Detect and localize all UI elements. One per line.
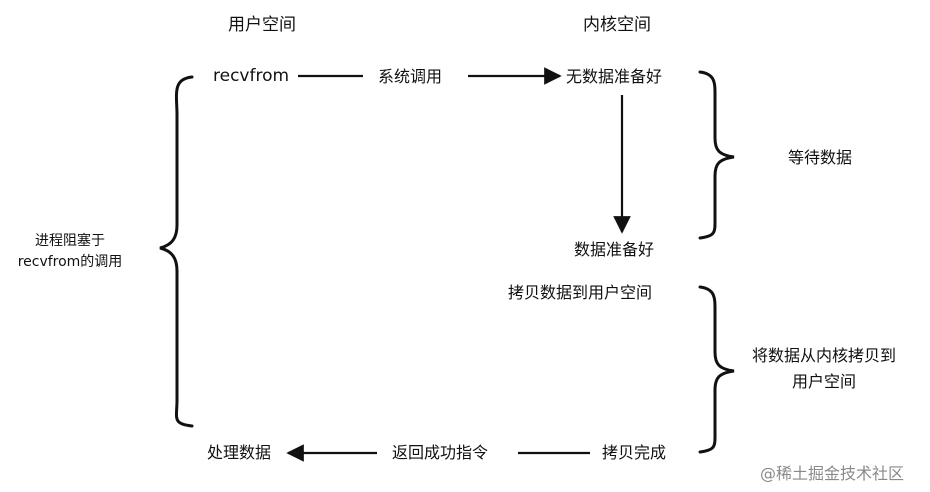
annotation-blocked-line2: recvfrom的调用 [17, 254, 123, 270]
copy-brace [698, 285, 735, 454]
node-data-ready: 数据准备好 [574, 240, 655, 259]
annotation-copy-line1: 将数据从内核拷贝到 [751, 346, 896, 365]
node-copy-to-user: 拷贝数据到用户空间 [508, 283, 653, 302]
annotation-wait-data: 等待数据 [788, 148, 853, 167]
header-kernel-space: 内核空间 [583, 15, 651, 35]
left-brace [159, 75, 194, 428]
node-syscall: 系统调用 [378, 67, 443, 86]
annotation-copy-line2: 用户空间 [791, 372, 856, 391]
annotation-blocked: 进程阻塞于 recvfrom的调用 [10, 234, 130, 269]
header-user-space: 用户空间 [228, 15, 296, 35]
node-return-ok: 返回成功指令 [392, 443, 489, 462]
wait-brace [698, 70, 735, 240]
node-copy-done: 拷贝完成 [602, 443, 667, 462]
node-process-data: 处理数据 [207, 443, 272, 462]
node-recvfrom: recvfrom [213, 66, 290, 86]
annotation-blocked-line1: 进程阻塞于 [35, 233, 105, 249]
annotation-copy: 将数据从内核拷贝到 用户空间 [736, 348, 912, 390]
node-no-data: 无数据准备好 [566, 67, 663, 86]
watermark: @稀土掘金技术社区 [760, 464, 905, 483]
